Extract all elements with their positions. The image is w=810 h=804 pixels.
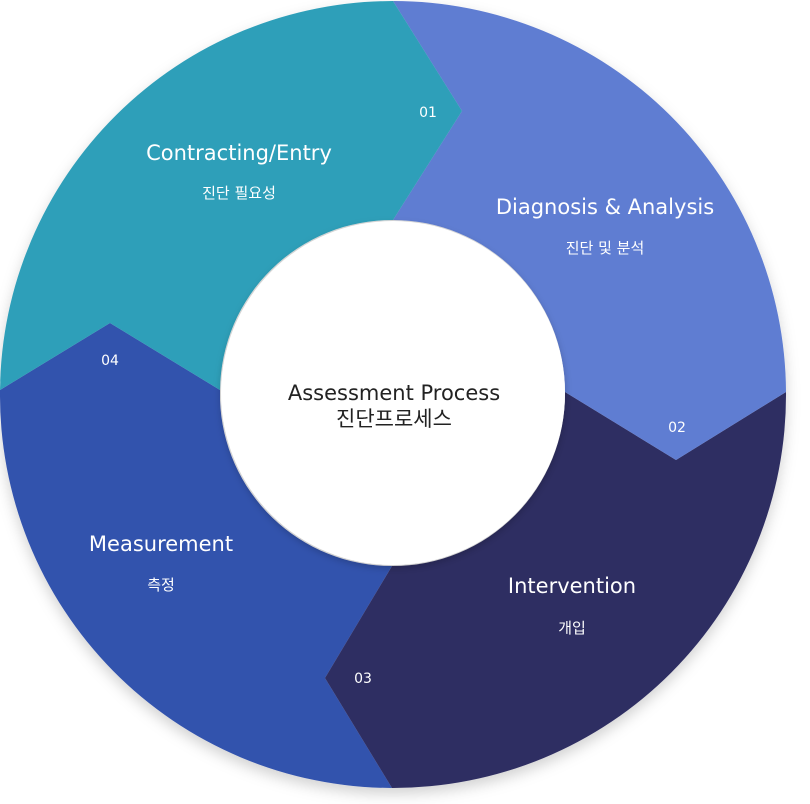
segment-04-title: Measurement	[89, 532, 233, 556]
segment-01-subtitle: 진단 필요성	[202, 184, 276, 202]
segment-diagnosis-analysis[interactable]	[393, 0, 786, 460]
segment-02-number: 02	[668, 420, 686, 436]
center-title: Assessment Process	[288, 381, 500, 405]
center-circle	[221, 221, 565, 565]
segment-04-subtitle: 측정	[147, 576, 175, 594]
segment-03-title: Intervention	[508, 574, 636, 598]
segment-01-number: 01	[419, 105, 437, 121]
ring	[0, 0, 787, 789]
segment-intervention[interactable]	[325, 392, 787, 789]
center-subtitle: 진단프로세스	[336, 407, 452, 431]
segment-03-subtitle: 개입	[558, 619, 586, 637]
segment-measurement[interactable]	[0, 323, 392, 788]
segment-03-number: 03	[354, 671, 372, 687]
segment-04-number: 04	[101, 353, 119, 369]
segment-02-subtitle: 진단 및 분석	[566, 239, 645, 257]
segment-02-title: Diagnosis & Analysis	[496, 195, 714, 219]
segment-contracting-entry[interactable]	[0, 0, 462, 390]
segment-01-title: Contracting/Entry	[146, 141, 332, 165]
